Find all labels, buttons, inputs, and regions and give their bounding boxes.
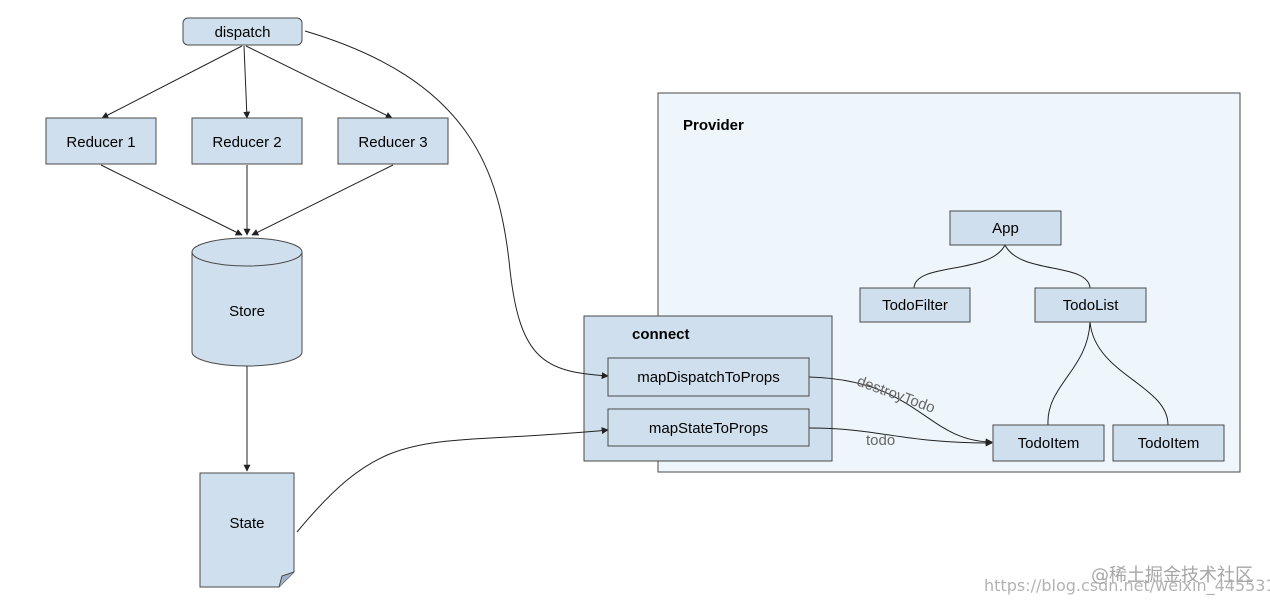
edge-mapstate-todoitem [808, 427, 993, 447]
edge-dispatch-mapdispatch [304, 30, 609, 380]
todo-list-label: TodoList [1063, 297, 1120, 314]
todo-item-1-node[interactable]: TodoItem [992, 424, 1105, 462]
edge-reducer3-store [251, 164, 394, 236]
todo-item-2-label: TodoItem [1138, 435, 1200, 452]
app-label: App [992, 220, 1019, 237]
edge-state-mapstate [296, 427, 609, 533]
todo-item-2-node[interactable]: TodoItem [1112, 424, 1225, 462]
store-node[interactable]: Store [191, 237, 303, 367]
edges [100, 30, 1169, 533]
edge-dispatch-reducer2 [243, 45, 251, 119]
map-state-to-props-label: mapStateToProps [649, 420, 768, 437]
state-node[interactable]: State [199, 472, 295, 588]
reducer-1-label: Reducer 1 [66, 134, 135, 151]
edge-label-todo: todo [866, 432, 895, 449]
edge-reducer1-store [100, 164, 243, 236]
reducer-2-node[interactable]: Reducer 2 [191, 117, 303, 165]
map-dispatch-to-props-node[interactable]: mapDispatchToProps [607, 357, 810, 397]
app-node[interactable]: App [949, 210, 1062, 246]
watermark-url: https://blog.csdn.net/weixin_44553196 [984, 576, 1270, 596]
store-label: Store [229, 303, 265, 320]
todo-filter-label: TodoFilter [882, 297, 948, 314]
edge-app-todofilter [913, 244, 1006, 289]
map-dispatch-to-props-label: mapDispatchToProps [637, 369, 780, 386]
reducer-3-node[interactable]: Reducer 3 [337, 117, 449, 165]
provider-label: Provider [683, 117, 744, 134]
edge-app-todolist [1004, 244, 1091, 289]
edge-todolist-todoitem2 [1089, 321, 1169, 426]
edge-mapdispatch-todoitem [808, 376, 993, 446]
reducer-3-label: Reducer 3 [358, 134, 427, 151]
edge-dispatch-reducer3 [245, 45, 393, 119]
reducer-1-node[interactable]: Reducer 1 [45, 117, 157, 165]
edge-todolist-todoitem1 [1047, 321, 1091, 426]
edge-dispatch-reducer1 [101, 45, 243, 119]
todo-item-1-label: TodoItem [1018, 435, 1080, 452]
watermark: https://blog.csdn.net/weixin_44553196 @稀… [984, 565, 1270, 596]
map-state-to-props-node[interactable]: mapStateToProps [607, 408, 810, 447]
reducer-2-label: Reducer 2 [212, 134, 281, 151]
dispatch-node[interactable]: dispatch [182, 17, 303, 46]
state-label: State [229, 515, 264, 532]
dispatch-label: dispatch [215, 24, 271, 41]
todo-filter-node[interactable]: TodoFilter [859, 287, 971, 323]
connect-label: connect [632, 326, 690, 343]
watermark-brand: @稀土掘金技术社区 [1091, 565, 1253, 586]
todo-list-node[interactable]: TodoList [1034, 287, 1147, 323]
